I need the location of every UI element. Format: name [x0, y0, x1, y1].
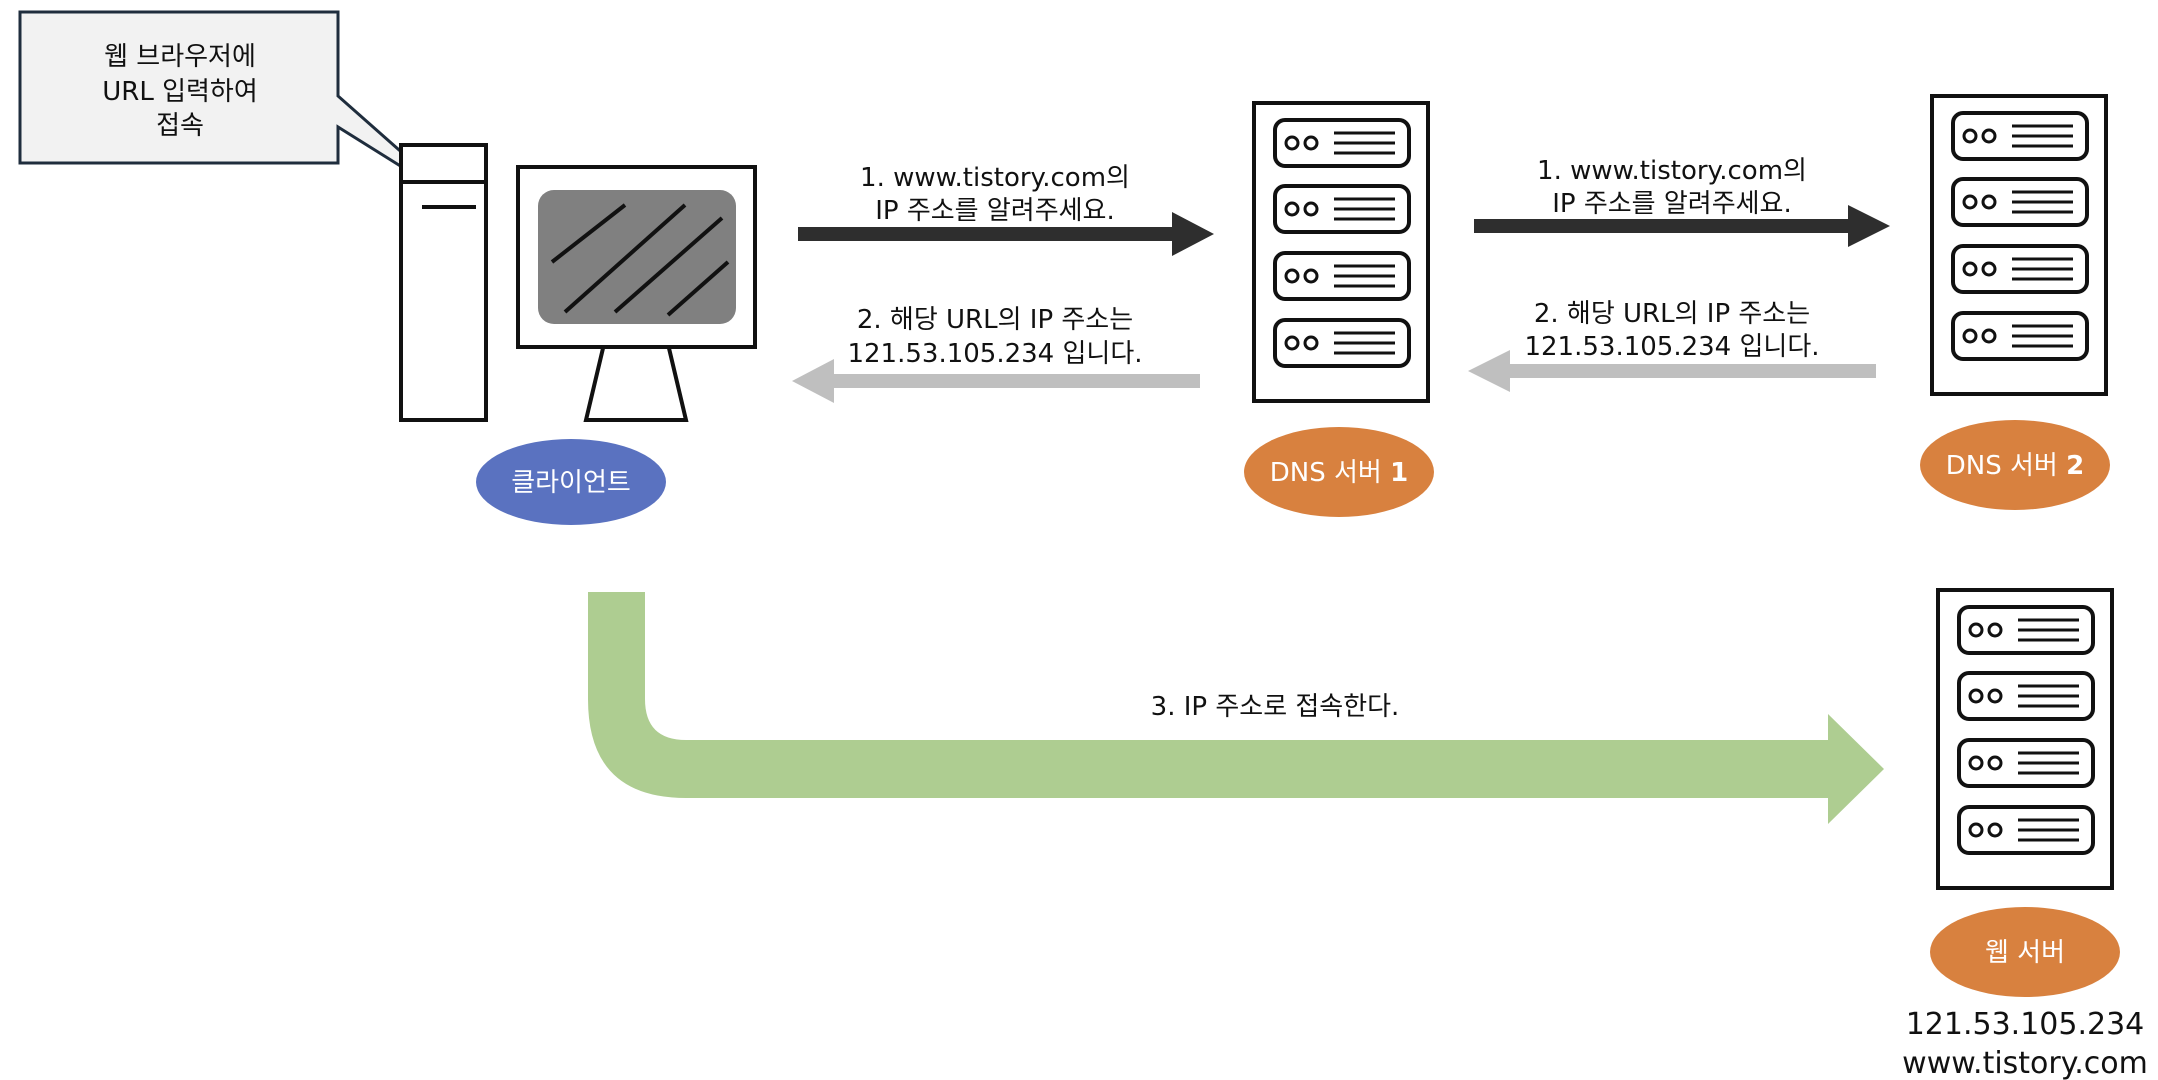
response-1-line-1: 2. 해당 URL의 IP 주소는	[857, 305, 1133, 335]
monitor-stand-icon	[583, 342, 689, 422]
web-server-icon	[1936, 588, 2114, 890]
monitor-screen	[538, 190, 736, 324]
dns-server-1-number: 1	[1390, 458, 1408, 488]
callout-bubble: 웹 브라우저에 URL 입력하여 접속	[18, 10, 459, 204]
client-label-pill: 클라이언트	[476, 439, 666, 525]
dns-server-2-number: 2	[2066, 451, 2084, 481]
response-arrow-2	[1468, 350, 1876, 392]
svg-text:DNS 서버 1: DNS 서버 1	[1270, 458, 1408, 488]
request-arrow-2	[1474, 205, 1890, 247]
web-server-domain: www.tistory.com	[1902, 1046, 2148, 1080]
request-1-line-2: IP 주소를 알려주세요.	[875, 196, 1115, 226]
request-1-line-1: 1. www.tistory.com의	[860, 163, 1130, 193]
connect-label: 3. IP 주소로 접속한다.	[1151, 692, 1400, 722]
connect-arrow	[588, 592, 1884, 824]
request-2-line-2: IP 주소를 알려주세요.	[1552, 189, 1792, 219]
response-2-line-1: 2. 해당 URL의 IP 주소는	[1534, 299, 1810, 329]
dns-server-1-label-pill: DNS 서버 1	[1244, 427, 1434, 517]
response-arrow-1	[792, 359, 1200, 403]
dns-server-1-label: DNS 서버	[1270, 458, 1382, 488]
web-server-label: 웹 서버	[1985, 938, 2065, 968]
client-computer-icon	[399, 143, 757, 422]
dns-server-1-icon	[1252, 101, 1430, 403]
response-1-line-2: 121.53.105.234 입니다.	[847, 339, 1142, 369]
dns-server-2-label-pill: DNS 서버 2	[1920, 420, 2110, 510]
web-server-ip: 121.53.105.234	[1906, 1007, 2145, 1042]
callout-line-2: URL 입력하여	[102, 77, 258, 107]
client-label: 클라이언트	[511, 468, 631, 498]
callout-line-3: 접속	[156, 111, 204, 141]
web-server-label-pill: 웹 서버	[1930, 907, 2120, 997]
svg-text:DNS 서버 2: DNS 서버 2	[1946, 451, 2084, 481]
request-2-line-1: 1. www.tistory.com의	[1537, 156, 1807, 186]
pc-tower-icon	[399, 143, 488, 422]
request-arrow-1	[798, 212, 1214, 256]
dns-server-2-icon	[1930, 94, 2108, 396]
response-2-line-2: 121.53.105.234 입니다.	[1524, 332, 1819, 362]
callout-line-1: 웹 브라우저에	[104, 42, 256, 72]
dns-server-2-label: DNS 서버	[1946, 451, 2058, 481]
